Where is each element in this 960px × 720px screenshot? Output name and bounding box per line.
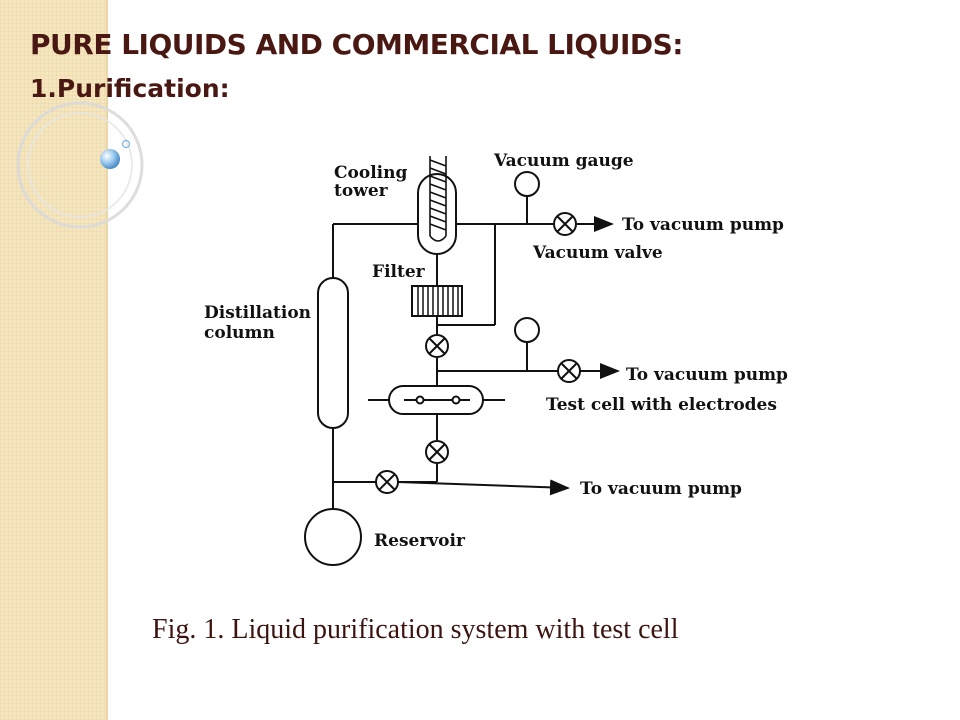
label-to-pump-bottom: To vacuum pump — [580, 479, 742, 499]
label-test-cell: Test cell with electrodes — [546, 395, 777, 415]
slide-subtitle: 1.Purification: — [30, 74, 230, 103]
label-cooling-tower-line2: tower — [334, 181, 389, 201]
valve-central-lower — [425, 440, 449, 464]
filter-mesh — [417, 286, 459, 316]
label-vacuum-gauge: Vacuum gauge — [493, 151, 634, 171]
label-reservoir: Reservoir — [374, 531, 466, 551]
vacuum-gauge-top — [514, 171, 540, 197]
figure-caption: Fig. 1. Liquid purification system with … — [152, 614, 679, 645]
valve-central-upper — [425, 334, 449, 358]
filter — [411, 285, 463, 317]
label-cooling-tower-line1: Cooling — [334, 163, 407, 183]
vacuum-valve-top — [553, 212, 577, 236]
label-vacuum-valve: Vacuum valve — [532, 243, 663, 263]
label-to-pump-top: To vacuum pump — [622, 215, 784, 235]
valve-mid-right — [557, 359, 581, 383]
electrode-right — [451, 395, 461, 405]
label-to-pump-mid: To vacuum pump — [626, 365, 788, 385]
valve-bottom-left — [375, 470, 399, 494]
label-distillation-line2: column — [204, 323, 275, 343]
distillation-column — [317, 277, 349, 429]
arrow-bottom — [397, 479, 570, 496]
reservoir — [304, 508, 362, 566]
label-filter: Filter — [372, 262, 426, 282]
label-distillation-line1: Distillation — [204, 303, 311, 323]
vacuum-gauge-mid — [514, 317, 540, 343]
slide-title: PURE LIQUIDS AND COMMERCIAL LIQUIDS: — [30, 28, 683, 61]
electrode-left — [415, 395, 425, 405]
cooling-coil — [429, 156, 447, 242]
